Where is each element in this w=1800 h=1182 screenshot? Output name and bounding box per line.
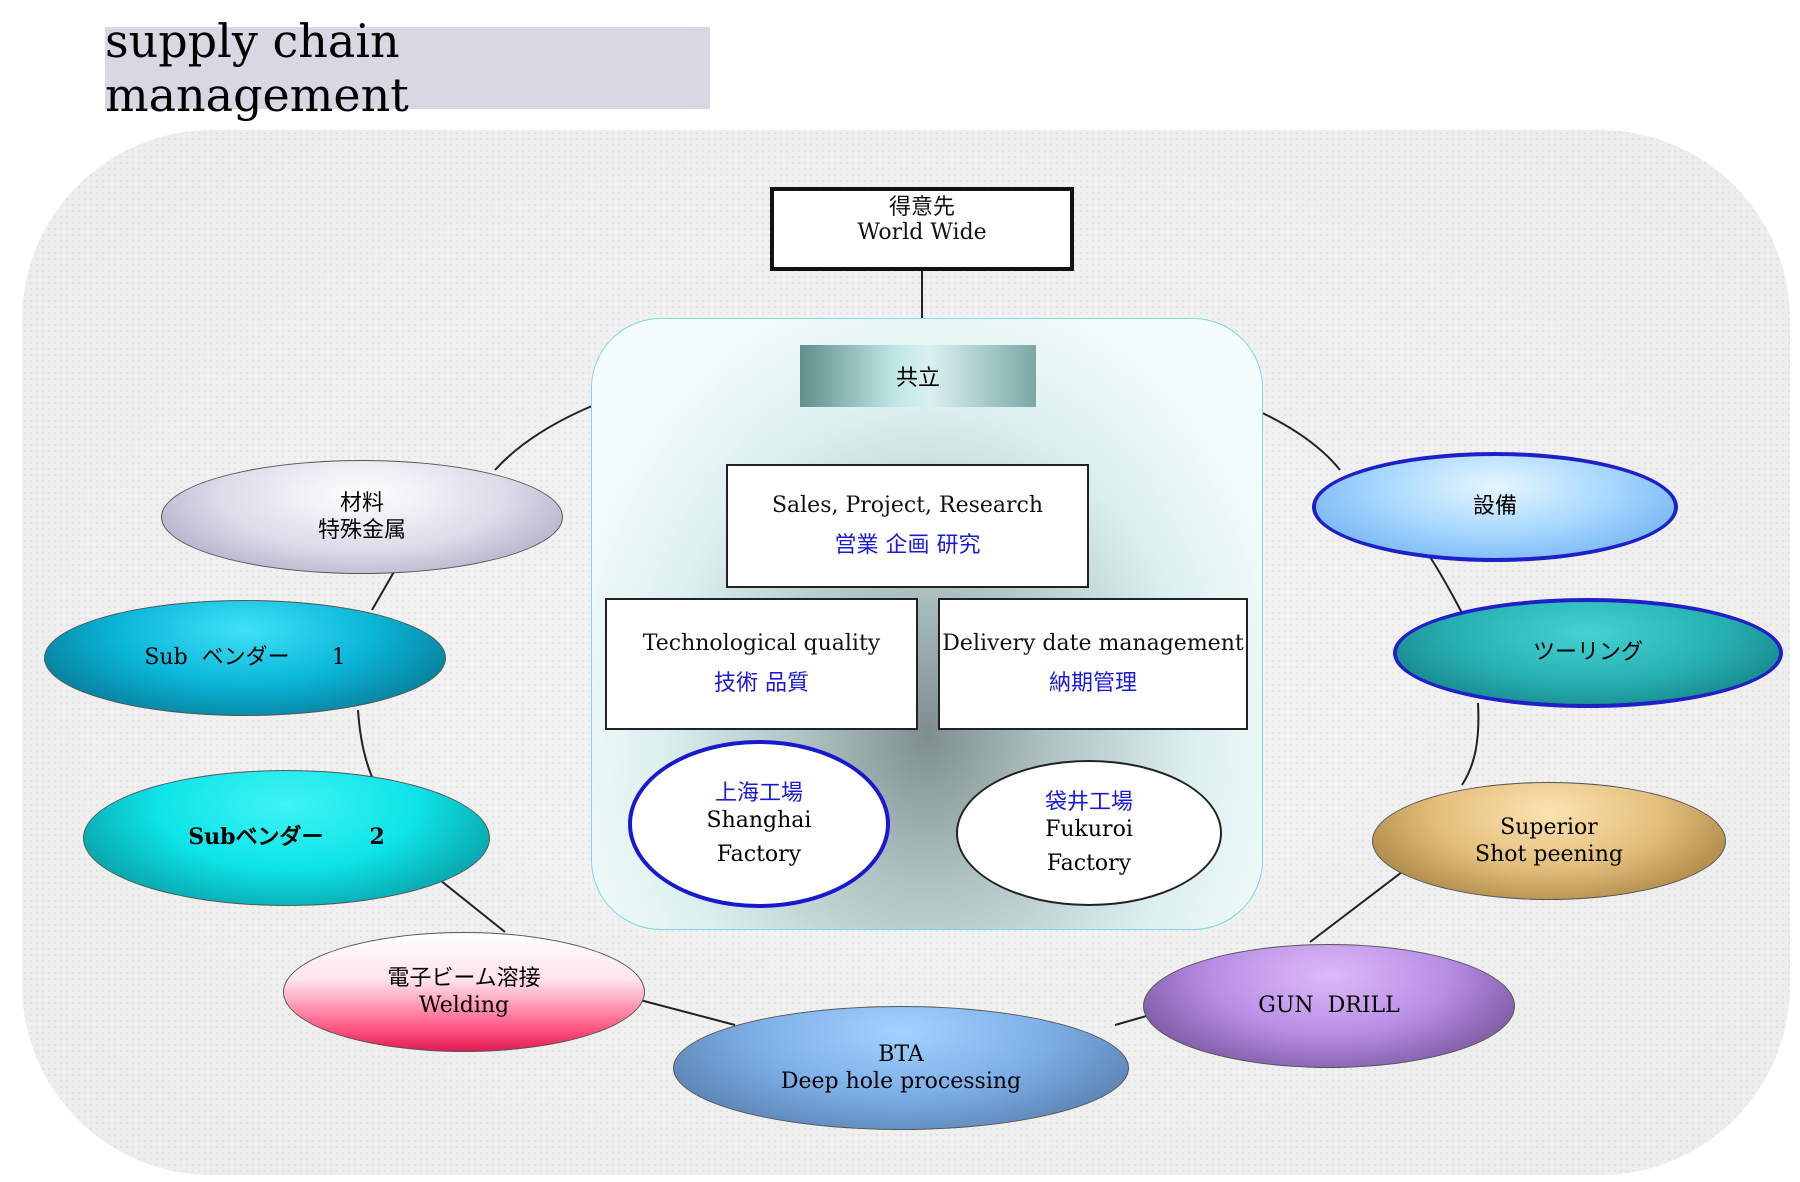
customer-label-jp: 得意先	[888, 195, 955, 220]
tech-label-en: Technological quality	[642, 631, 881, 657]
fukuroi-label-en2: Factory	[1046, 850, 1132, 876]
shot-peening-label-1: Superior	[1500, 814, 1598, 840]
sub-vendor-1-node: Sub ベンダー 1	[44, 600, 446, 716]
shot-peening-node: Superior Shot peening	[1372, 782, 1726, 900]
material-node: 材料 特殊金属	[161, 460, 563, 574]
tooling-label: ツーリング	[1532, 640, 1643, 666]
fukuroi-label-jp: 袋井工場	[1044, 789, 1133, 815]
tech-box: Technological quality 技術 品質	[605, 598, 918, 730]
welding-label-1: 電子ビーム溶接	[387, 965, 541, 991]
bta-label-1: BTA	[878, 1041, 924, 1067]
delivery-label-jp: 納期管理	[1048, 671, 1137, 696]
material-label-1: 材料	[339, 490, 384, 516]
bta-node: BTA Deep hole processing	[673, 1006, 1129, 1130]
welding-node: 電子ビーム溶接 Welding	[283, 932, 645, 1052]
sub-vendor-2-label: Subベンダー 2	[188, 824, 385, 851]
fukuroi-label-en1: Fukuroi	[1045, 817, 1133, 843]
tech-label-jp: 技術 品質	[714, 671, 809, 696]
shanghai-label-jp: 上海工場	[714, 780, 803, 806]
tooling-node: ツーリング	[1393, 598, 1783, 708]
shanghai-factory: 上海工場 Shanghai Factory	[628, 740, 890, 908]
sub-vendor-1-label: Sub ベンダー 1	[144, 645, 346, 671]
fukuroi-factory: 袋井工場 Fukuroi Factory	[956, 760, 1222, 906]
customer-label-en: World Wide	[857, 220, 987, 246]
delivery-label-en: Delivery date management	[942, 631, 1244, 657]
customer-box: 得意先 World Wide	[770, 187, 1074, 271]
equipment-label: 設備	[1472, 494, 1517, 520]
welding-label-2: Welding	[418, 993, 510, 1018]
shanghai-label-en2: Factory	[716, 841, 802, 867]
bta-label-2: Deep hole processing	[780, 1069, 1022, 1094]
shot-peening-label-2: Shot peening	[1475, 842, 1623, 867]
sales-label-jp: 営業 企画 研究	[834, 533, 981, 558]
sales-box: Sales, Project, Research 営業 企画 研究	[726, 464, 1089, 588]
equipment-node: 設備	[1312, 452, 1678, 562]
delivery-box: Delivery date management 納期管理	[938, 598, 1248, 730]
material-label-2: 特殊金属	[317, 518, 406, 543]
gun-drill-label: GUN DRILL	[1258, 993, 1400, 1019]
sub-vendor-2-node: Subベンダー 2	[83, 770, 490, 906]
kyoritsu-banner: 共立	[800, 345, 1036, 407]
shanghai-label-en1: Shanghai	[706, 808, 812, 834]
gun-drill-node: GUN DRILL	[1143, 944, 1515, 1068]
sales-label-en: Sales, Project, Research	[771, 493, 1044, 519]
